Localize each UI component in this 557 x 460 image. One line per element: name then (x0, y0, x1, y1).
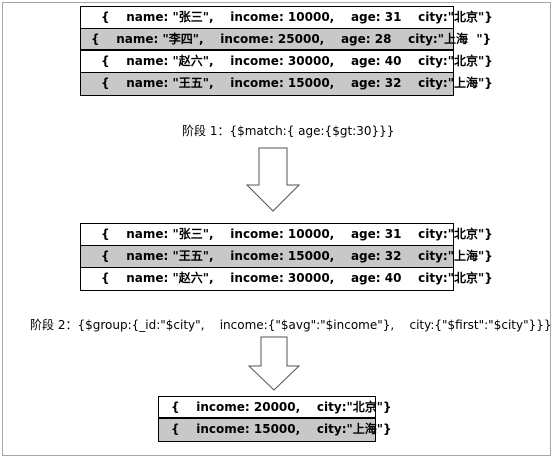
stage1-doc-1: { name: "张三", income: 10000, age: 31 cit… (81, 224, 493, 246)
input-doc-3: { name: "赵六", income: 30000, age: 40 cit… (81, 51, 493, 73)
stage2-output: { income: 20000, city:"北京"} { income: 15… (158, 396, 392, 442)
input-collection: { name: "张三", income: 10000, age: 31 cit… (80, 6, 493, 96)
stage2-arrow-icon (248, 336, 300, 391)
stage1-output: { name: "张三", income: 10000, age: 31 cit… (80, 223, 493, 291)
input-doc-4: { name: "王五", income: 15000, age: 32 cit… (81, 73, 493, 95)
stage1-arrow-icon (246, 147, 300, 212)
stage1-doc-2: { name: "王五", income: 15000, age: 32 cit… (81, 246, 493, 268)
input-doc-2: { name: "李四", income: 25000, age: 28 cit… (81, 29, 491, 51)
diagram-frame (2, 2, 551, 456)
stage2-doc-2: { income: 15000, city:"上海"} (159, 419, 392, 441)
stage2-label: 阶段 2：{$group:{_id:"$city", income:{"$avg… (30, 318, 552, 332)
input-doc-1: { name: "张三", income: 10000, age: 31 cit… (81, 7, 493, 29)
stage2-doc-1: { income: 20000, city:"北京"} (159, 397, 392, 419)
stage1-doc-3: { name: "赵六", income: 30000, age: 40 cit… (81, 268, 493, 290)
stage1-label: 阶段 1：{$match:{ age:{$gt:30}}} (182, 124, 395, 138)
